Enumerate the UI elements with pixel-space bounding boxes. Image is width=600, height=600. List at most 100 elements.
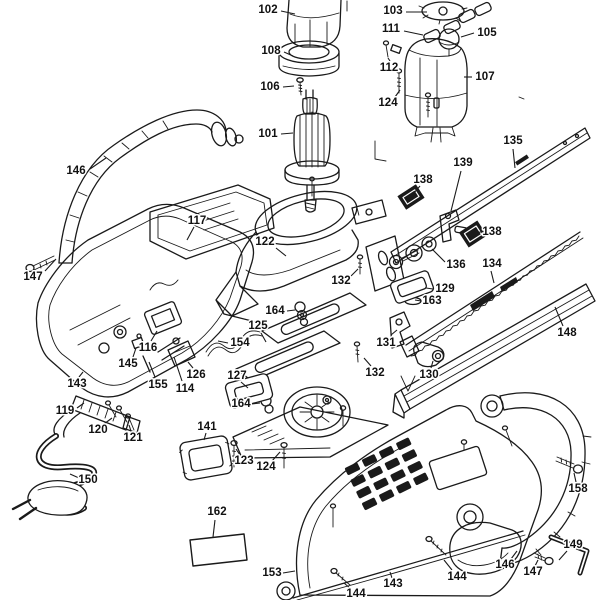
part-label-147-18: 147 <box>23 271 42 283</box>
leader-line-132-32 <box>350 268 359 277</box>
block-126-drawing <box>167 340 196 367</box>
part-label-141-43: 141 <box>197 421 217 433</box>
clamshell-143-left-drawing <box>35 203 255 398</box>
part-label-102-0: 102 <box>258 4 277 16</box>
rollers-136-drawing <box>388 236 437 270</box>
blade-guard-148-drawing <box>392 283 596 419</box>
front-handle-146-drawing <box>58 109 244 264</box>
part-label-139-11: 139 <box>453 157 472 169</box>
fan-103-drawing <box>418 1 468 25</box>
screw-106-drawing <box>296 77 304 96</box>
cam-gear-drawing <box>283 386 351 438</box>
leader-line-144-48 <box>443 559 453 571</box>
leader-line-138-12 <box>412 185 421 195</box>
leader-line-105-6 <box>460 32 475 38</box>
leader-line-108-1 <box>283 51 294 57</box>
leader-line-154-26 <box>217 340 229 344</box>
leader-line-134-15 <box>490 270 495 284</box>
part-label-143-47: 143 <box>383 578 402 590</box>
motor-housing-107-drawing <box>404 38 468 143</box>
part-label-132-32: 132 <box>331 275 350 287</box>
part-label-138-12: 138 <box>413 174 433 186</box>
leader-line-146-17 <box>89 157 107 170</box>
leader-line-126-25 <box>187 361 194 369</box>
leader-line-135-10 <box>512 148 516 169</box>
part-label-164-30: 164 <box>231 398 251 410</box>
screw-147-right-drawing <box>533 552 554 566</box>
part-label-112-7: 112 <box>380 62 399 74</box>
part-label-131-34: 131 <box>376 337 396 349</box>
part-label-132-33: 132 <box>365 367 384 379</box>
part-label-163-36: 163 <box>422 295 441 307</box>
spring-154-drawing <box>205 330 263 357</box>
gear-housing-122-drawing <box>215 176 387 323</box>
part-label-108-1: 108 <box>261 45 281 57</box>
screw-132-lower-drawing <box>353 341 361 363</box>
screw-158-drawing <box>555 456 584 474</box>
part-label-125-28: 125 <box>248 320 268 332</box>
screws-124-top-drawing <box>395 68 432 118</box>
reference-marks-drawing <box>374 96 525 392</box>
part-label-162-42: 162 <box>207 506 226 518</box>
field-102-drawing <box>286 0 348 48</box>
leader-line-145-21 <box>132 347 137 358</box>
hardware-112-drawing <box>382 40 402 58</box>
pad-138-left-drawing <box>397 184 425 210</box>
leader-line-117-19 <box>186 226 195 241</box>
base-plate-drawing <box>232 406 389 459</box>
part-label-155-23: 155 <box>148 379 168 391</box>
leader-line-147-51 <box>534 559 539 567</box>
slide-plates-125-drawing <box>235 292 367 382</box>
leader-line-136-14 <box>431 248 446 263</box>
leader-line-132-33 <box>363 357 372 367</box>
part-label-117-19: 117 <box>188 215 207 227</box>
part-label-121-40: 121 <box>123 432 143 444</box>
clamp-130-drawing <box>413 341 445 368</box>
part-label-120-39: 120 <box>88 424 107 436</box>
rod-155-drawing <box>142 355 151 373</box>
leader-line-124-9 <box>394 89 401 98</box>
part-label-150-41: 150 <box>78 474 97 486</box>
drawing-layer <box>11 0 596 600</box>
leader-line-164-29 <box>286 309 296 312</box>
part-label-123-44: 123 <box>234 455 253 467</box>
leader-line-164-30 <box>251 402 261 405</box>
part-label-106-2: 106 <box>260 81 279 93</box>
hex-key-149-drawing <box>548 534 590 576</box>
screw-132-upper-drawing <box>356 254 364 275</box>
part-label-149-52: 149 <box>563 539 582 551</box>
leader-line-150-41 <box>69 473 80 479</box>
shoe-strip-143-drawing <box>276 530 526 600</box>
part-label-136-14: 136 <box>446 259 465 271</box>
leader-line-162-42 <box>212 519 216 538</box>
part-label-158-53: 158 <box>568 483 588 495</box>
screw-147-left-drawing <box>25 255 56 273</box>
part-label-103-4: 103 <box>383 5 402 17</box>
leader-line-158-53 <box>573 472 577 483</box>
part-label-124-45: 124 <box>256 461 276 473</box>
part-label-111-5: 111 <box>382 23 401 35</box>
part-label-107-8: 107 <box>475 71 494 83</box>
lower-housing-153-drawing <box>295 405 543 597</box>
isolator-129-163-drawing <box>389 270 435 306</box>
pad-138-right-drawing <box>458 220 488 248</box>
leader-line-123-44 <box>235 448 241 456</box>
rear-handle-146-drawing <box>449 392 592 575</box>
leader-line-121-40 <box>128 424 132 432</box>
leader-line-130-37 <box>430 360 434 369</box>
fan-baffle-108-drawing <box>278 40 340 77</box>
leader-line-143-47 <box>389 571 393 579</box>
leader-line-111-5 <box>403 30 424 36</box>
power-cord-150-drawing <box>11 433 98 521</box>
leader-line-155-23 <box>148 361 156 378</box>
leader-line-122-31 <box>275 247 287 257</box>
leader-line-120-39 <box>103 417 113 425</box>
leader-line-141-43 <box>203 432 207 441</box>
guide-bar-135-drawing <box>365 127 591 292</box>
clamp-131-drawing <box>389 311 411 349</box>
leader-line-139-11 <box>450 170 462 212</box>
part-label-144-48: 144 <box>447 571 467 583</box>
part-label-164-29: 164 <box>265 305 285 317</box>
